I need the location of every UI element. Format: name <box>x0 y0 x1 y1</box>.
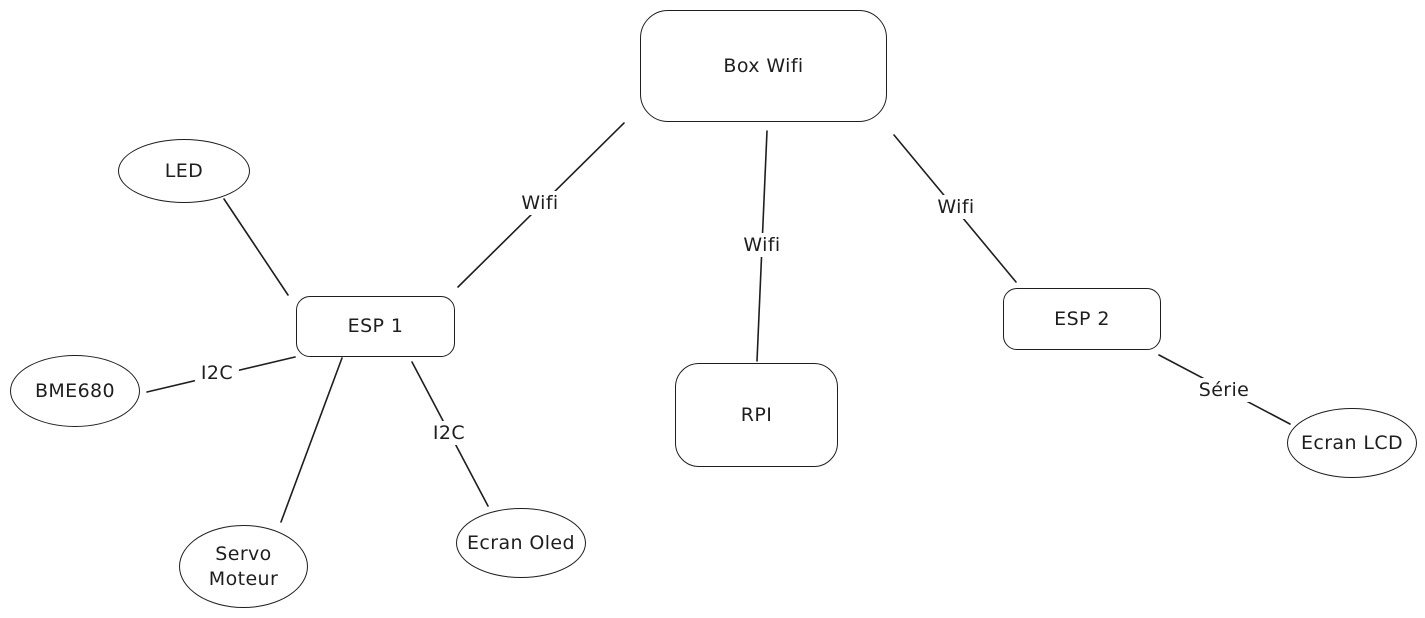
node-rpi[interactable]: RPI <box>675 363 838 467</box>
node-servo-moteur-label: Servo Moteur <box>208 542 279 590</box>
node-ecran-oled[interactable]: Ecran Oled <box>456 508 586 578</box>
node-esp1[interactable]: ESP 1 <box>296 296 455 357</box>
node-led-label: LED <box>164 159 204 182</box>
node-box-wifi-label: Box Wifi <box>723 54 804 77</box>
node-esp2[interactable]: ESP 2 <box>1003 288 1161 350</box>
node-rpi-label: RPI <box>740 403 773 426</box>
node-esp1-label: ESP 1 <box>347 315 404 338</box>
node-esp2-label: ESP 2 <box>1054 307 1110 330</box>
node-bme680[interactable]: BME680 <box>10 355 140 427</box>
edge-label-i2c-bme680[interactable]: I2C <box>194 361 240 385</box>
edge-label-serie[interactable]: Série <box>1192 378 1256 402</box>
node-ecran-lcd[interactable]: Ecran LCD <box>1287 408 1417 478</box>
node-bme680-label: BME680 <box>34 379 116 402</box>
edge-label-wifi-esp1[interactable]: Wifi <box>515 191 565 215</box>
edge-label-i2c-ecran-oled[interactable]: I2C <box>426 421 472 445</box>
node-ecran-lcd-label: Ecran LCD <box>1300 431 1404 454</box>
node-ecran-oled-label: Ecran Oled <box>467 531 575 554</box>
node-led[interactable]: LED <box>118 139 250 203</box>
node-box-wifi[interactable]: Box Wifi <box>640 10 887 122</box>
edge-esp1-servo-moteur-line[interactable] <box>280 357 343 523</box>
edge-led-esp1-line[interactable] <box>223 198 289 296</box>
edge-label-wifi-esp2[interactable]: Wifi <box>931 195 981 219</box>
edge-label-wifi-rpi[interactable]: Wifi <box>737 233 787 257</box>
node-servo-moteur[interactable]: Servo Moteur <box>179 525 308 608</box>
